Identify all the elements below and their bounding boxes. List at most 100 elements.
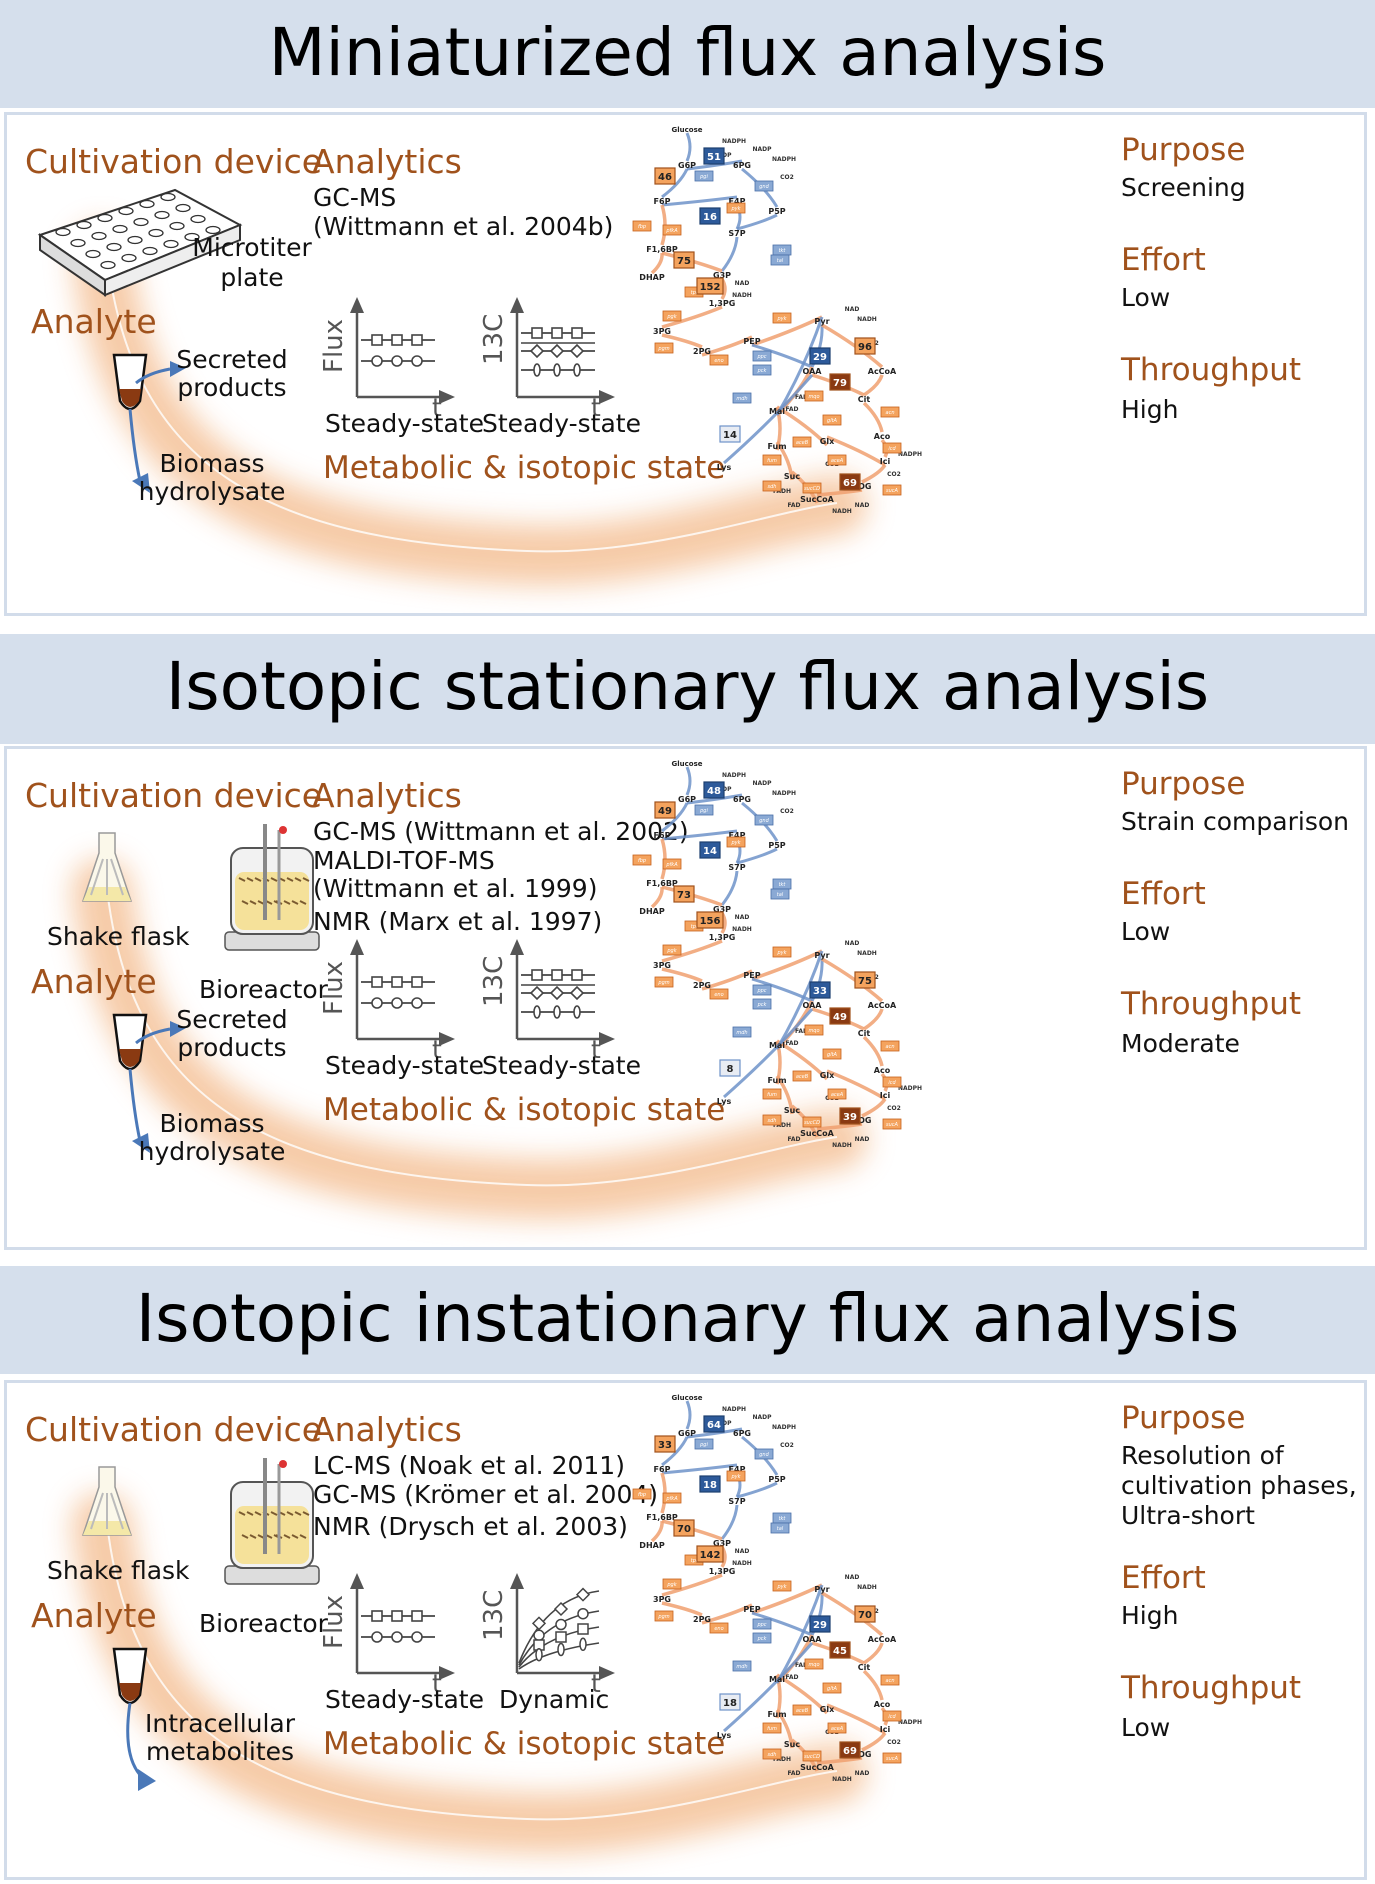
enzyme-label: aceB: [796, 1074, 809, 1080]
shake-flask-icon: [81, 1466, 133, 1536]
enzyme-label: pck: [757, 368, 768, 374]
flux-box-pgi: [654, 1435, 676, 1453]
device-label: Microtiter: [192, 233, 312, 262]
enzyme-tag: [770, 254, 790, 266]
enzyme-label: pgk: [666, 314, 677, 320]
enzyme-label: pyk: [730, 840, 741, 846]
metabolite-label: Cit: [858, 1663, 871, 1672]
t-axis-label: t: [591, 1035, 601, 1064]
enzyme-tag: [802, 1750, 822, 1762]
metabolite-label: DHAP: [639, 273, 665, 282]
enzyme-tag: [752, 1618, 772, 1630]
enzyme-tag: [632, 220, 652, 232]
enzyme-label: gnd: [759, 184, 769, 190]
enzyme-label: tkt: [779, 248, 787, 254]
flux-box-pc: [809, 1615, 831, 1633]
cultivation-device-heading: Cultivation device: [25, 142, 323, 181]
flux-state-label: Steady-state: [325, 409, 484, 438]
analytics-heading: Analytics: [312, 142, 462, 181]
flux-value-ppp: 16: [703, 212, 717, 223]
enzyme-label: sdh: [768, 1118, 777, 1124]
enzyme-tag: [752, 350, 772, 362]
enzyme-label: fbp: [638, 858, 646, 864]
flux-box-pgi: [654, 801, 676, 819]
c13-state-label: Steady-state: [482, 1051, 641, 1080]
metabolite-label: Fum: [767, 442, 786, 451]
cofactor-label: FADH: [795, 1028, 813, 1035]
enzyme-label: fbp: [638, 224, 646, 230]
flux-value-ppp: 14: [703, 846, 717, 857]
enzyme-label: fbp: [638, 1492, 646, 1498]
enzyme-label: pgm: [657, 346, 669, 352]
metabolite-label: 3PG: [653, 1595, 671, 1604]
metabolite-label: 6PG: [733, 1429, 751, 1438]
metabolite-label: Pyr: [814, 317, 829, 326]
flux-box-g6pdh: [703, 147, 725, 165]
cofactor-label: NADH: [732, 926, 752, 933]
enzyme-label: tal: [777, 1526, 784, 1532]
cofactor-label: NAD: [855, 502, 870, 509]
cofactor-label: NADPH: [898, 1085, 922, 1092]
metabolite-label: AcCoA: [868, 1001, 897, 1010]
flux-value-pc: 29: [813, 1620, 827, 1631]
flux-box-akgdh: [839, 1107, 861, 1125]
enzyme-label: sdh: [768, 484, 777, 490]
state-glow: [72, 1493, 867, 1854]
purpose-value: Resolution of: [1121, 1441, 1284, 1470]
flux-value-pdh: 96: [858, 342, 872, 353]
cofactor-label: CO2: [887, 1739, 901, 1746]
flux-axis-label: Flux: [319, 1594, 349, 1649]
enzyme-label: pfkA: [665, 228, 678, 234]
device-label: Bioreactor: [199, 975, 328, 1004]
enzyme-tag: [709, 988, 729, 1000]
cofactor-label: NADPH: [772, 1424, 796, 1431]
metabolite-label: 2OG: [853, 1116, 872, 1125]
enzyme-tag: [726, 836, 746, 848]
cofactor-label: CO2: [780, 1442, 794, 1449]
metabolite-label: SucCoA: [800, 1129, 835, 1138]
cofactor-label: NADP: [752, 146, 772, 153]
c13-axis-label: 13C: [479, 313, 509, 365]
enzyme-tag: [662, 1492, 682, 1504]
enzyme-tag: [770, 1522, 790, 1534]
enzyme-label: acn: [886, 410, 895, 416]
metabolite-label: 1,3PG: [709, 1567, 736, 1576]
enzyme-label: acn: [886, 1044, 895, 1050]
enzyme-tag: [880, 1040, 900, 1052]
analytics-line: (Wittmann et al. 1999): [313, 874, 598, 903]
c13-axis-label: 13C: [479, 1589, 509, 1641]
sample-tube-icon: [112, 1647, 156, 1791]
enzyme-tag: [880, 406, 900, 418]
metabolite-label: SucCoA: [800, 495, 835, 504]
throughput-heading: Throughput: [1121, 1670, 1302, 1706]
metabolite-label: F1,6BP: [646, 1513, 678, 1522]
flux-axis-label: Flux: [319, 960, 349, 1015]
cofactor-label: CO2: [780, 174, 794, 181]
metabolite-label: G6P: [678, 161, 696, 170]
enzyme-label: mdh: [736, 1030, 747, 1036]
analyte-heading: Analyte: [31, 962, 157, 1001]
cofactor-label: FADH: [795, 1662, 813, 1669]
metabolite-label: E4P: [729, 197, 746, 206]
enzyme-label: gltA: [827, 418, 838, 424]
metabolite-label: S7P: [728, 1497, 745, 1506]
enzyme-label: icd: [888, 1080, 896, 1086]
enzyme-tag: [882, 484, 902, 496]
analyte-output-label: metabolites: [145, 1737, 295, 1766]
enzyme-tag: [804, 1658, 824, 1670]
cofactor-label: NADPH: [898, 451, 922, 458]
metabolite-label: Mal: [769, 407, 785, 416]
cofactor-label: CO2: [887, 1105, 901, 1112]
enzyme-tag: [882, 1752, 902, 1764]
cofactor-label: FADH: [795, 394, 813, 401]
flux-axis-label: Flux: [319, 318, 349, 373]
flux-value-pdh: 75: [858, 976, 872, 987]
enzyme-tag: [882, 1710, 902, 1722]
analytics-line: GC-MS (Wittmann et al. 2002): [313, 817, 689, 846]
enzyme-label: sucA: [886, 1756, 899, 1762]
enzyme-tag: [752, 1632, 772, 1644]
flux-value-pfk: 70: [677, 1524, 691, 1535]
enzyme-label: mqo: [808, 1028, 819, 1034]
panel-title: Isotopic instationary flux analysis: [135, 1280, 1240, 1357]
